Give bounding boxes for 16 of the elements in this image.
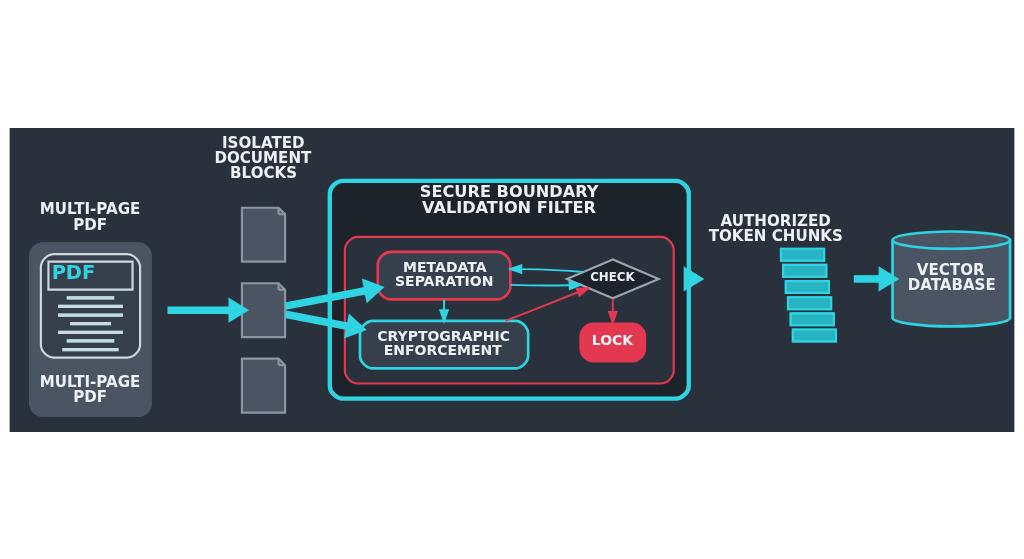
arrow (509, 279, 584, 290)
arrow (853, 265, 900, 292)
arrow (504, 286, 591, 322)
label: ISOLATED DOCUMENT BLOCKS (214, 133, 312, 182)
arrow (284, 277, 385, 310)
node-label: AUTHORIZED TOKEN CHUNKS (708, 211, 843, 245)
node-box: PDF MULTI-PAGE PDF (29, 241, 152, 417)
arrow (438, 298, 450, 324)
arrow (284, 310, 367, 338)
arrow (607, 296, 618, 326)
node-label: MULTI-PAGE PDF (39, 199, 141, 234)
node-box: LOCK (579, 322, 647, 362)
node-box: CRYPTOGRAPHIC ENFORCEMENT (358, 319, 530, 370)
arrow (683, 265, 705, 292)
node-box: METADATA SEPARATION (376, 250, 512, 301)
arrow (507, 263, 585, 274)
